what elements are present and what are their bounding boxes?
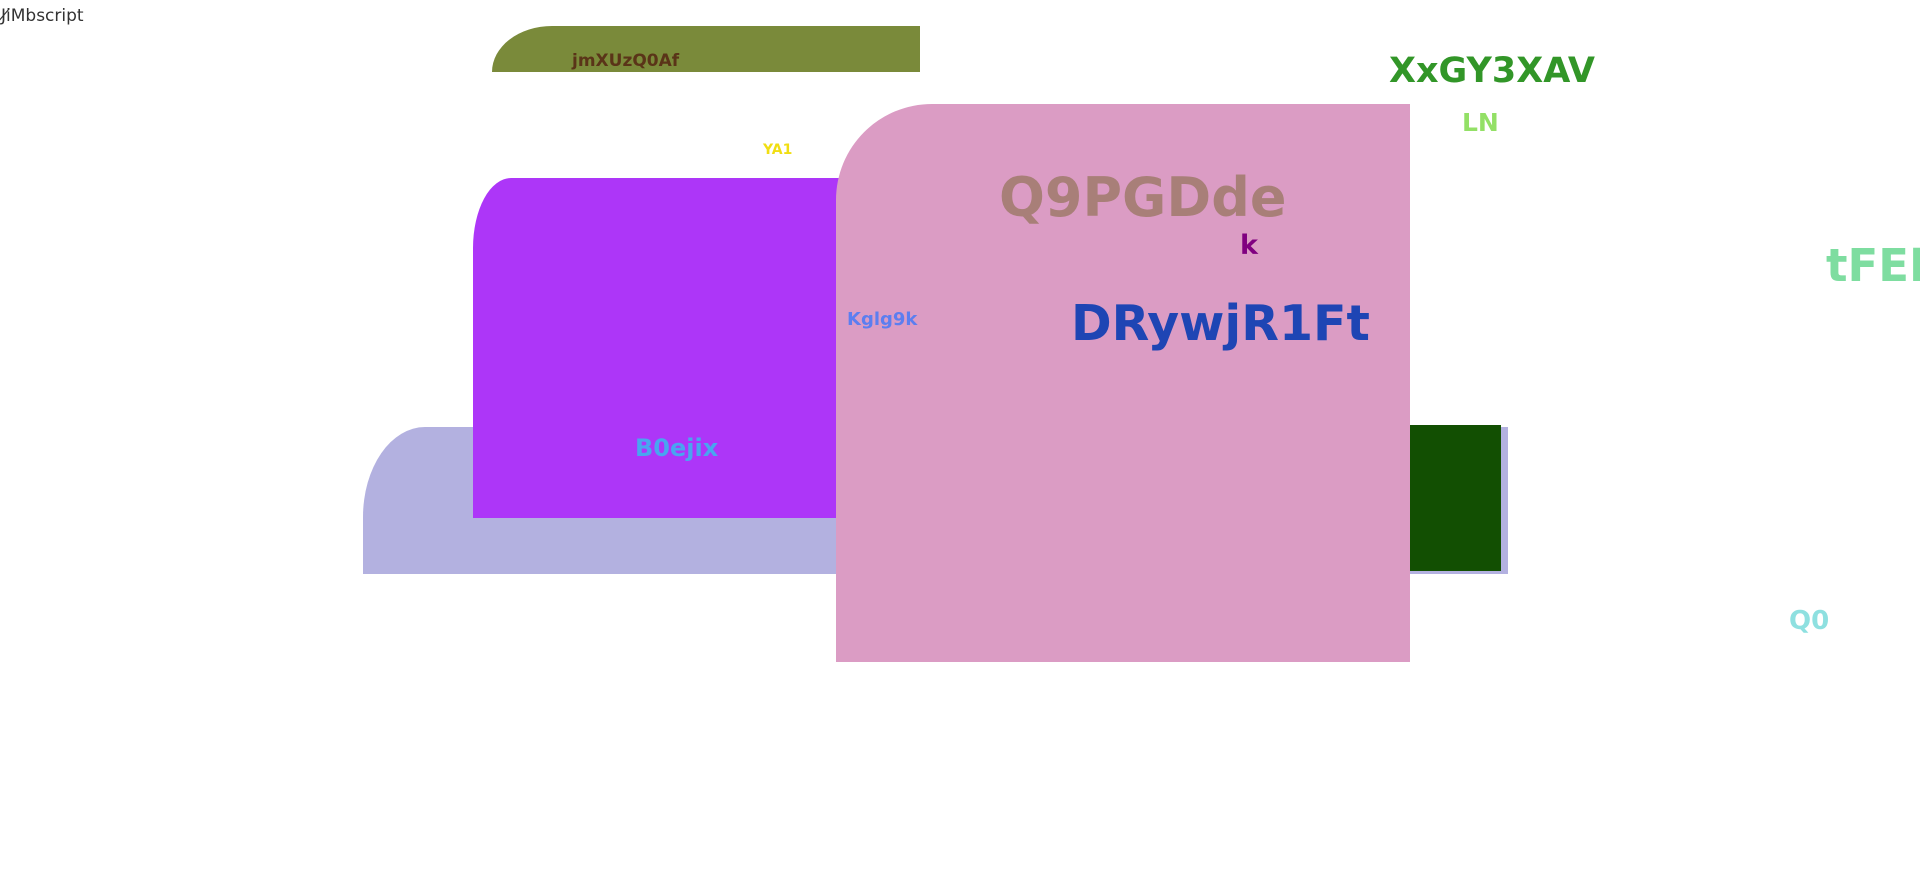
green-heading: XxGY3XAV bbox=[1389, 51, 1596, 91]
yellow-label: YA1 bbox=[763, 142, 793, 158]
purple-panel bbox=[473, 178, 853, 518]
pink-panel-heading: DRywjR1Ft bbox=[1071, 295, 1370, 352]
tfek-label: tFEK bbox=[1826, 239, 1920, 292]
olive-panel bbox=[492, 26, 920, 72]
corner-overlapping-text: Ji̸Mbscript bbox=[1, 6, 84, 26]
purple-panel-label: B0ejix bbox=[635, 434, 719, 462]
pink-panel-title: Q9PGDde bbox=[999, 166, 1287, 229]
kglg-label: Kglg9k bbox=[847, 309, 918, 330]
ln-label: LN bbox=[1462, 108, 1499, 137]
q0-label: Q0 bbox=[1789, 606, 1830, 636]
pink-panel bbox=[836, 104, 1410, 662]
dark-green-block bbox=[1408, 425, 1501, 571]
olive-panel-label: jmXUzQ0Af bbox=[572, 51, 680, 71]
k-label: k bbox=[1240, 230, 1258, 261]
